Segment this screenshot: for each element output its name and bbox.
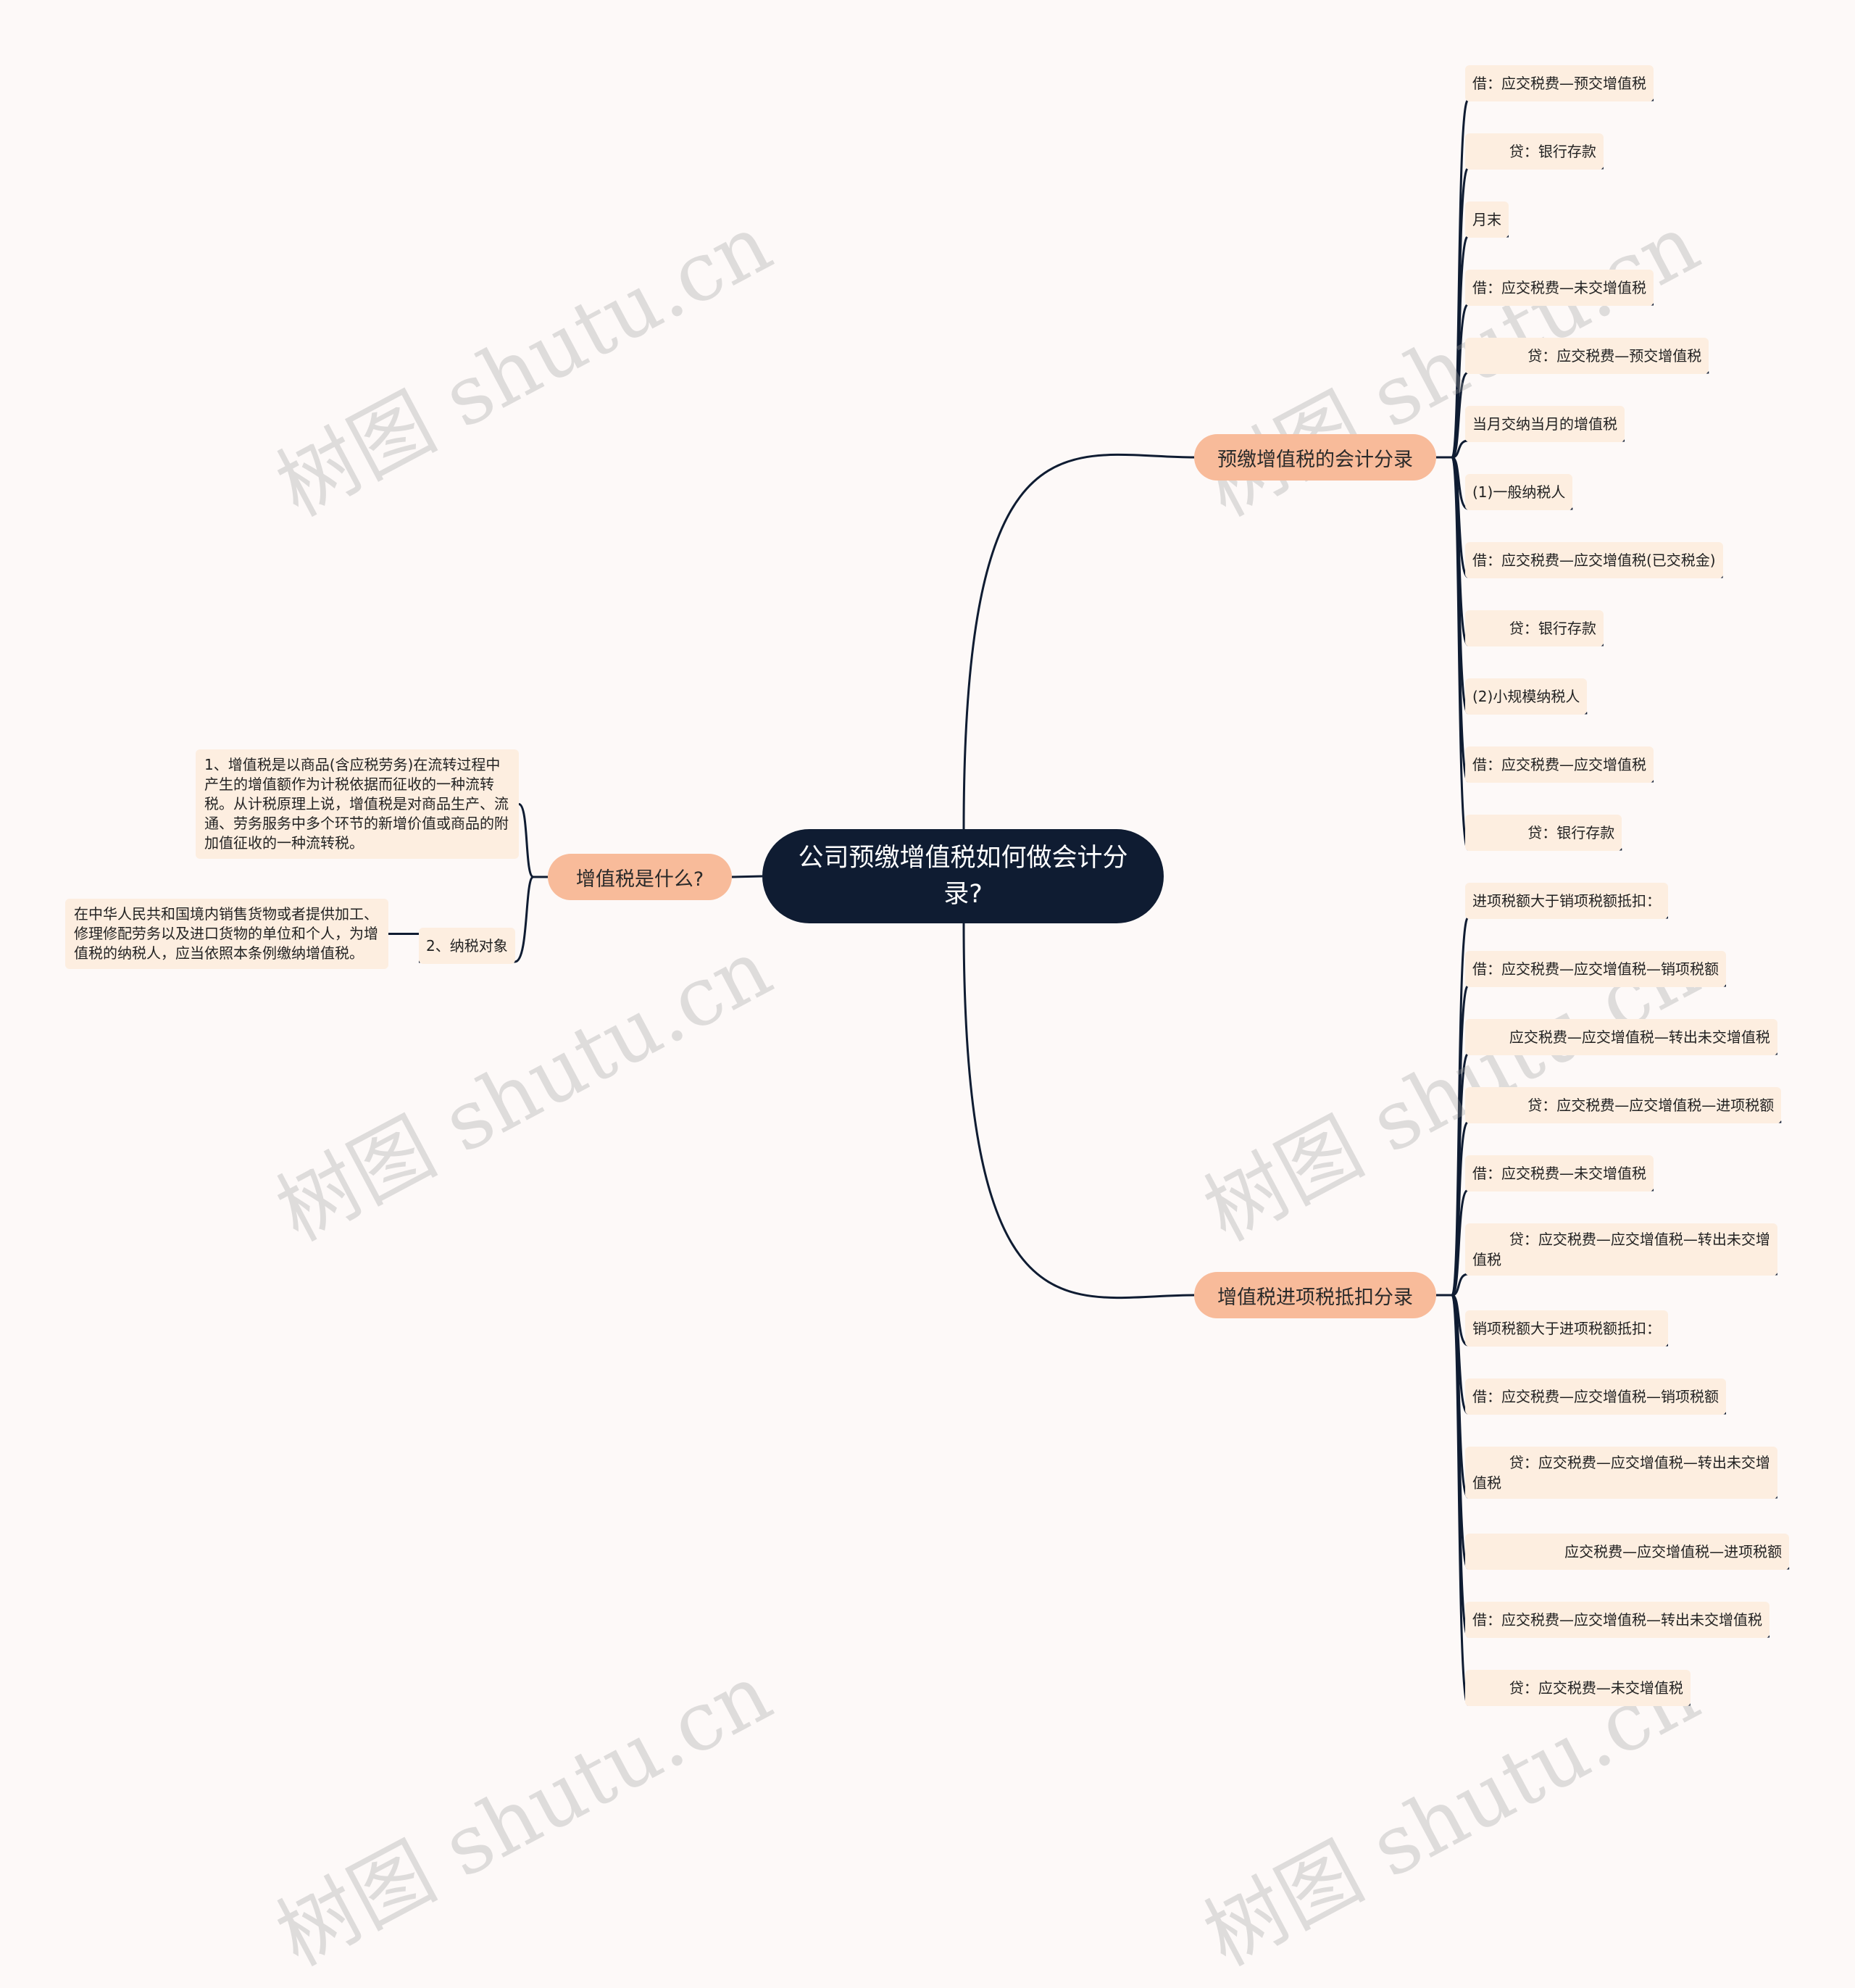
leaf-b2[interactable]: 贷：应交税费—应交增值税—转出未交增 值税: [1465, 1223, 1777, 1276]
leaf-b1[interactable]: 借：应交税费—应交增值税(已交税金): [1465, 542, 1723, 578]
leaf-b1[interactable]: 借：应交税费—预交增值税: [1465, 65, 1654, 101]
connector-root-b3: [731, 875, 763, 878]
connector-b3-note1: [518, 803, 534, 878]
leaf-b2[interactable]: 进项税额大于销项税额抵扣：: [1465, 883, 1668, 919]
leaf-b2[interactable]: 借：应交税费—应交增值税—转出未交增值税: [1465, 1602, 1769, 1638]
connector-root-b2: [962, 923, 1195, 1299]
leaf-b1[interactable]: 月末: [1465, 201, 1509, 238]
leaf-b1[interactable]: 贷：银行存款: [1465, 610, 1604, 646]
leaf-b1[interactable]: 当月交纳当月的增值税: [1465, 406, 1625, 442]
leaf-b2[interactable]: 应交税费—应交增值税—进项税额: [1465, 1534, 1790, 1570]
leaf-b2[interactable]: 借：应交税费—应交增值税—销项税额: [1465, 1378, 1726, 1415]
taxpayer-subtopic[interactable]: 2、纳税对象: [419, 928, 515, 964]
connector-b1-leaf: [1451, 456, 1622, 851]
connector-b2-leaf: [1451, 1189, 1654, 1297]
leaf-b2[interactable]: 贷：应交税费—应交增值税—转出未交增 值税: [1465, 1447, 1777, 1499]
leaf-b1[interactable]: 借：应交税费—应交增值税: [1465, 746, 1654, 783]
leaf-b1[interactable]: (1)一般纳税人: [1465, 474, 1573, 510]
connector-b3-sub2: [419, 876, 535, 963]
leaf-b2[interactable]: 应交税费—应交增值税—转出未交增值税: [1465, 1019, 1777, 1055]
leaf-b1[interactable]: (2)小规模纳税人: [1465, 678, 1588, 715]
leaf-b2[interactable]: 贷：应交税费—应交增值税—进项税额: [1465, 1087, 1782, 1123]
leaf-b1[interactable]: 借：应交税费—未交增值税: [1465, 270, 1654, 306]
root-topic[interactable]: 公司预缴增值税如何做会计分录?: [762, 829, 1164, 923]
vat-definition-note[interactable]: 1、增值税是以商品(含应税劳务)在流转过程中产生的增值额作为计税依据而征收的一种…: [196, 749, 519, 859]
leaf-b1[interactable]: 贷：应交税费—预交增值税: [1465, 338, 1709, 374]
connector-b1-leaf: [1451, 371, 1709, 459]
taxpayer-note[interactable]: 在中华人民共和国境内销售货物或者提供加工、修理修配劳务以及进口货物的单位和个人，…: [65, 899, 388, 969]
leaf-b2[interactable]: 贷：应交税费—未交增值税: [1465, 1670, 1691, 1706]
connector-b2-leaf: [1451, 1294, 1691, 1706]
branch-input-tax-deduction-entries[interactable]: 增值税进项税抵扣分录: [1194, 1272, 1436, 1318]
leaf-b2[interactable]: 借：应交税费—应交增值税—销项税额: [1465, 951, 1726, 987]
leaf-b2[interactable]: 借：应交税费—未交增值税: [1465, 1155, 1654, 1191]
connector-b1-leaf: [1451, 439, 1625, 459]
connector-b2-leaf: [1451, 1273, 1777, 1297]
leaf-b1[interactable]: 贷：银行存款: [1465, 133, 1604, 170]
leaf-b1[interactable]: 贷：银行存款: [1465, 815, 1622, 851]
branch-prepaid-vat-entries[interactable]: 预缴增值税的会计分录: [1194, 434, 1436, 481]
branch-what-is-vat[interactable]: 增值税是什么?: [548, 854, 732, 900]
connector-root-b1: [962, 453, 1195, 830]
leaf-b2[interactable]: 销项税额大于进项税额抵扣：: [1465, 1310, 1668, 1347]
